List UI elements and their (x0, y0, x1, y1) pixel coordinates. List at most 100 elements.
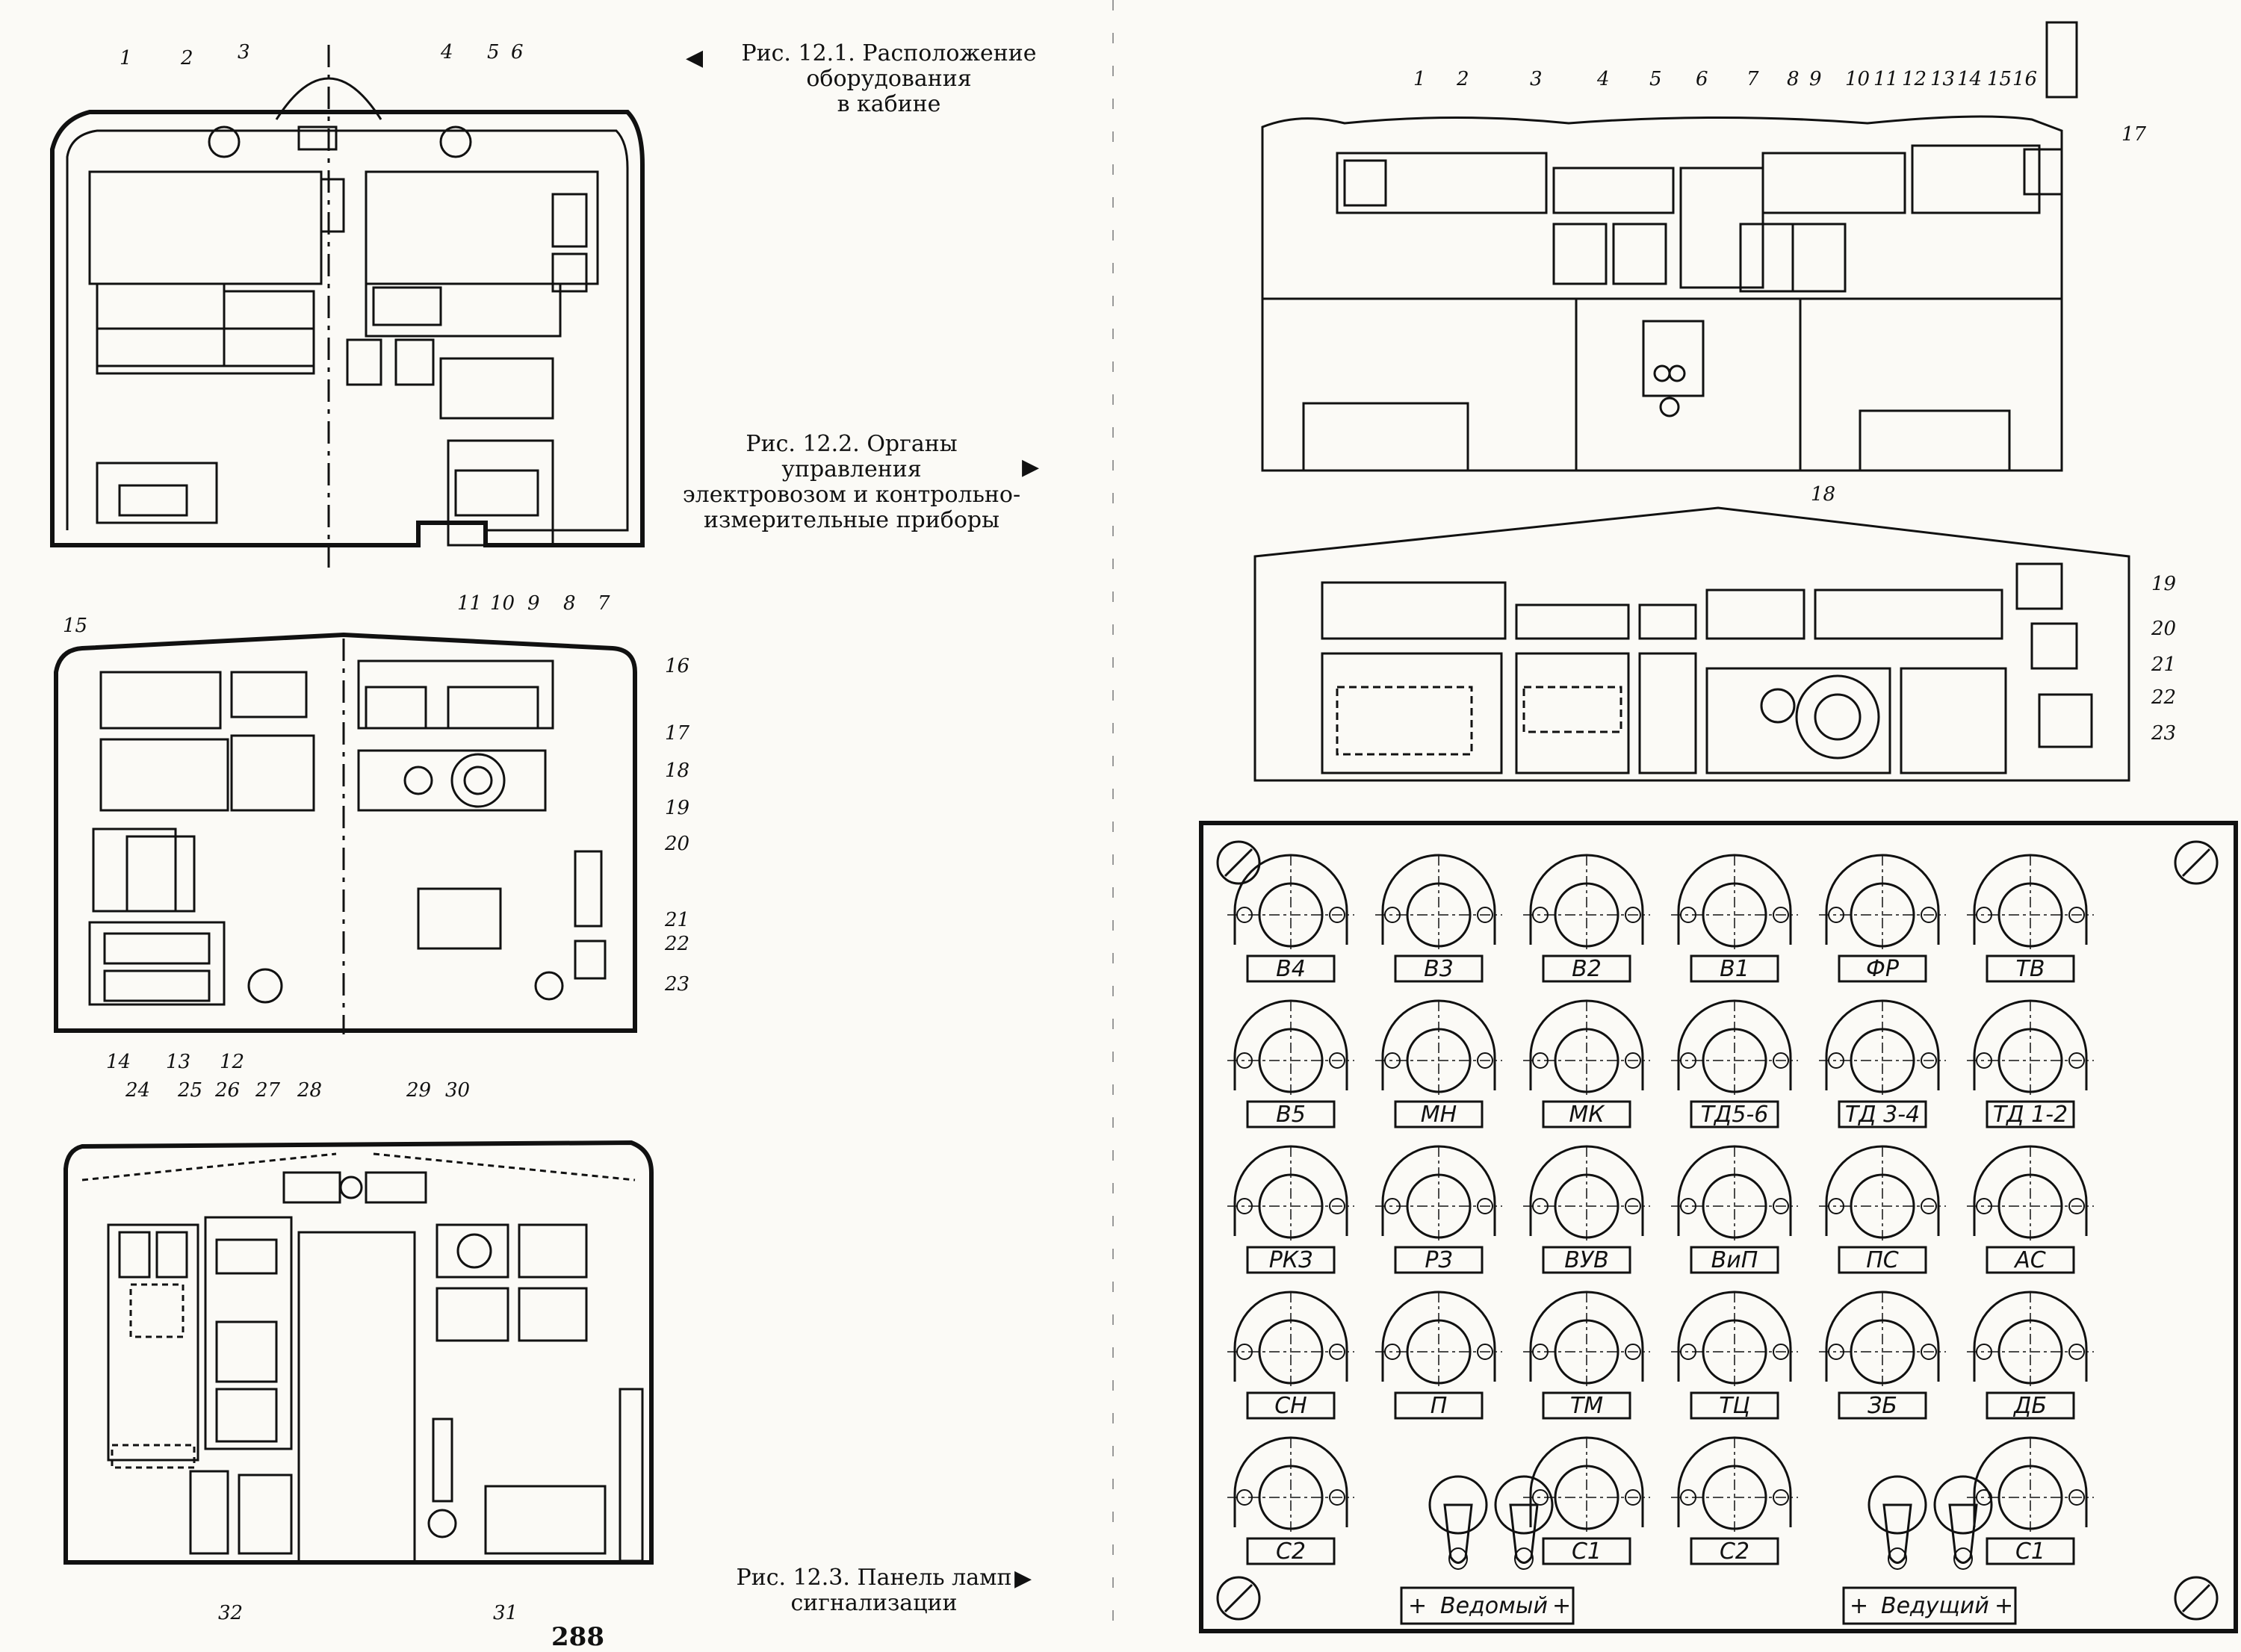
fig1-callout-3: 3 (238, 41, 250, 63)
lamp-label: В4 (1276, 956, 1306, 982)
fig1c-callout-28: 28 (297, 1079, 322, 1102)
signal-lamp: МН (1375, 999, 1502, 1128)
signal-lamp: ТД 1-2 (1967, 999, 2094, 1128)
fig2-callout-7: 7 (1746, 68, 1759, 90)
signal-lamp: В3 (1375, 854, 1502, 983)
fig2-callout-18: 18 (1811, 483, 1835, 506)
fig1b-callout-12: 12 (220, 1051, 244, 1073)
fig1-callout-9: 9 (527, 592, 540, 615)
toggle-switch[interactable] (1933, 1475, 1993, 1570)
fig1b-callout-23: 23 (664, 973, 689, 996)
fig1-callout-10: 10 (490, 592, 515, 615)
fig2-callout-19: 19 (2151, 573, 2176, 595)
signal-lamp: РЗ (1375, 1145, 1502, 1274)
lamp-label: ТД 3-4 (1845, 1102, 1920, 1128)
cabin-plan-top (50, 45, 645, 568)
fig2-callout-4: 4 (1596, 68, 1610, 90)
fig1c-callout-25: 25 (177, 1079, 202, 1102)
fig1b-callout-21: 21 (664, 909, 689, 931)
fig1-callout-11: 11 (457, 592, 482, 615)
fig2-callout-14: 14 (1957, 68, 1982, 90)
fig1-callout-5: 5 (487, 41, 500, 63)
fig1-callout-4: 4 (440, 41, 453, 63)
lamp-label: С2 (1720, 1538, 1749, 1565)
fig1-caption: Рис. 12.1. Расположение оборудования в к… (732, 41, 1046, 117)
lamp-label: С1 (1572, 1538, 1602, 1565)
control-desk-top-view (1261, 21, 2078, 472)
fig1-callout-8: 8 (563, 592, 576, 615)
lamp-label: РКЗ (1269, 1247, 1313, 1273)
fig2-callout-11: 11 (1873, 68, 1898, 90)
lamp-label: ТЦ (1719, 1393, 1750, 1419)
fig1-callout-2: 2 (180, 47, 193, 69)
signal-lamp: ДБ (1967, 1291, 2094, 1420)
cabin-plan-bottom (63, 1140, 654, 1565)
signal-lamp: ТМ (1523, 1291, 1650, 1420)
fig1c-callout-31: 31 (493, 1602, 518, 1624)
fig1-caption-line2: оборудования (806, 66, 972, 92)
lamp-label: С1 (2015, 1538, 2045, 1565)
fig1b-callout-19: 19 (665, 797, 689, 819)
lamp-label: ДБ (2012, 1393, 2047, 1419)
lamp-label: П (1431, 1393, 1448, 1419)
signal-lamp: СН (1227, 1291, 1354, 1420)
toggle-switch[interactable] (1868, 1475, 1927, 1570)
screw-icon (1216, 1576, 1261, 1621)
fig1c-callout-30: 30 (445, 1079, 470, 1102)
lamp-label: ТД 1-2 (1993, 1102, 2068, 1128)
fig1-caption-line1: Рис. 12.1. Расположение (741, 40, 1037, 66)
signal-lamp: С2 (1671, 1436, 1798, 1565)
fig3-caption-line2: сигнализации (790, 1590, 958, 1616)
lamp-label: В1 (1720, 956, 1749, 982)
lamp-label: ЗБ (1868, 1393, 1897, 1419)
signal-lamp: ТЦ (1671, 1291, 1798, 1420)
fig1c-callout-26: 26 (214, 1079, 240, 1102)
fig2-caption-line2: электровозом и контрольно- (682, 482, 1021, 508)
signal-lamp: В4 (1227, 854, 1354, 983)
toggle-switch[interactable] (1428, 1475, 1488, 1570)
fig2-callout-15: 15 (1987, 68, 2012, 90)
signal-lamp: МК (1523, 999, 1650, 1128)
signal-lamp: ТВ (1967, 854, 2094, 983)
lamp-label: ВУВ (1564, 1247, 1608, 1273)
lamp-label: ФР (1866, 956, 1900, 982)
fig1-callout-7: 7 (598, 592, 610, 615)
fig2-callout-17: 17 (2121, 123, 2147, 146)
switch-left-plus-right: + (1552, 1593, 1571, 1619)
lamp-label: ТД5-6 (1701, 1102, 1769, 1128)
fig1b-callout-18: 18 (665, 760, 689, 782)
toggle-switch[interactable] (1494, 1475, 1554, 1570)
control-desk-front-view (1253, 506, 2130, 782)
fig2-callout-23: 23 (2151, 722, 2176, 745)
cabin-plan-middle (54, 632, 637, 1034)
fig2-callout-13: 13 (1930, 68, 1955, 90)
lamp-label: В5 (1276, 1102, 1306, 1128)
fig1b-callout-22: 22 (664, 933, 689, 955)
fig2-callout-2: 2 (1456, 68, 1469, 90)
lamp-label: ТМ (1570, 1393, 1603, 1419)
fig1c-callout-29: 29 (406, 1079, 431, 1102)
fig2-callout-12: 12 (1902, 68, 1927, 90)
screw-icon (2174, 840, 2219, 885)
lamp-label: ВиП (1711, 1247, 1758, 1273)
arrow-right-icon: ▶ (1022, 454, 1040, 480)
lamp-label: В3 (1424, 956, 1454, 982)
fig1c-callout-24: 24 (125, 1079, 150, 1102)
lamp-label: В2 (1572, 956, 1602, 982)
signal-lamp: ЗБ (1819, 1291, 1946, 1420)
lamp-label: С2 (1276, 1538, 1306, 1565)
fig1b-callout-16: 16 (665, 655, 689, 677)
lamp-label: РЗ (1425, 1247, 1452, 1273)
fig2-callout-20: 20 (2151, 618, 2176, 640)
switch-right-label: Ведущий (1881, 1593, 1989, 1619)
arrow-left-icon: ◀ (686, 45, 704, 71)
fig2-callout-1: 1 (1413, 68, 1426, 90)
fig2-callout-16: 16 (2012, 68, 2037, 90)
fig1b-callout-14: 14 (106, 1051, 131, 1073)
fig2-callout-9: 9 (1809, 68, 1822, 90)
signal-lamp: С1 (1523, 1436, 1650, 1565)
signal-lamp: АС (1967, 1145, 2094, 1274)
